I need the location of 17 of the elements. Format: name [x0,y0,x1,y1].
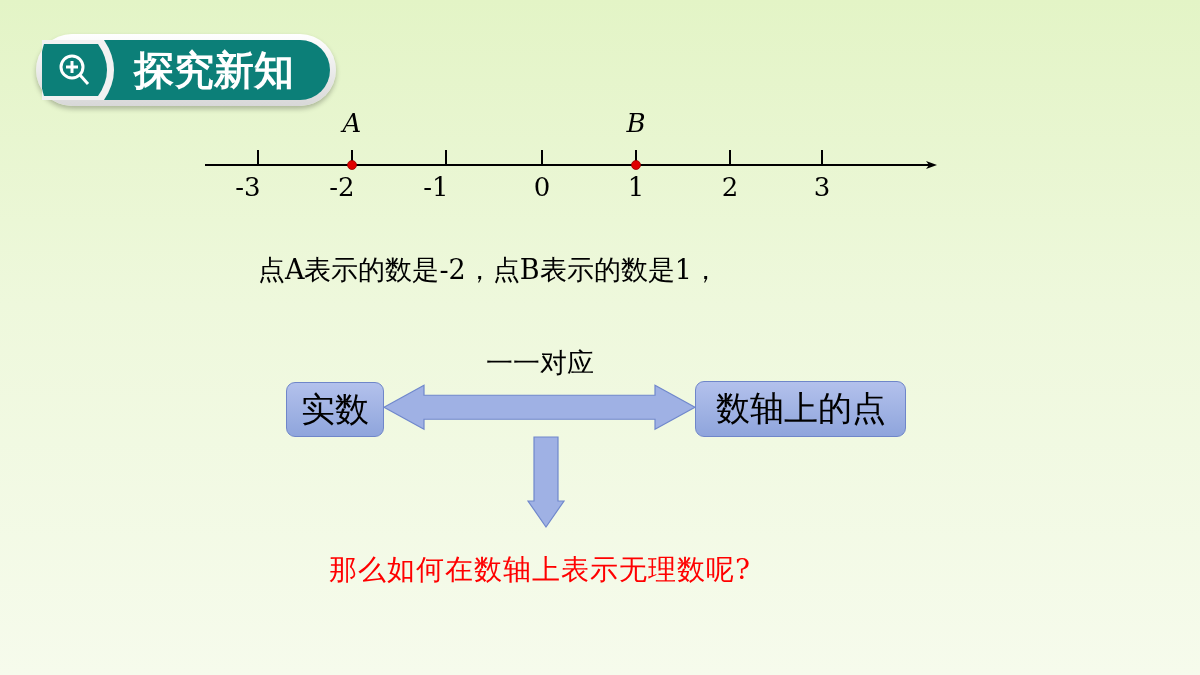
down-arrow [526,436,566,529]
point-label: B [626,108,646,138]
tick-label: 1 [627,172,645,202]
tick-label: 0 [533,172,551,202]
tick-label: -3 [235,172,261,202]
point-label: A [342,108,362,138]
tick-label: -1 [423,172,449,202]
tick-label: 3 [813,172,831,202]
tick-label: -2 [329,172,355,202]
question-text: 那么如何在数轴上表示无理数呢? [240,527,840,607]
concept-box: 实数 [286,382,384,437]
edge-label: 一一对应 [485,346,594,381]
concept-box: 数轴上的点 [695,381,906,437]
title: 探究新知 [134,46,294,95]
tick-label: 2 [721,172,739,202]
statement-text: 点A表示的数是-2，点B表示的数是1， [258,253,719,287]
double-arrow [382,384,697,431]
